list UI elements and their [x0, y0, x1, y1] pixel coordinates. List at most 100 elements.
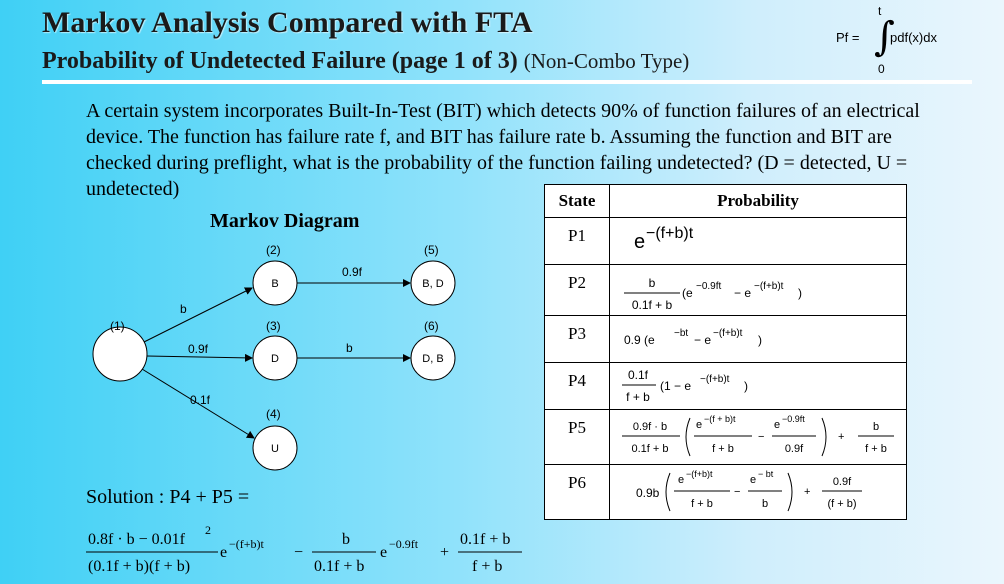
p6-b-den: b — [762, 498, 768, 510]
p5-numerator: 0.9f · b — [633, 421, 667, 433]
p5-minus: − — [758, 431, 764, 443]
row-p2-probability: b 0.1f + b (e −0.9ft − e −(f+b)t ) — [609, 264, 907, 316]
row-p5-probability: 0.9f · b 0.1f + b e −(f + b)t f + b − e … — [609, 409, 907, 465]
p6-minus: − — [734, 486, 740, 498]
pf-integral-formula: t Pf = ∫ pdf(x)dx 0 — [836, 4, 966, 78]
p2-numerator: b — [649, 276, 656, 290]
row-p6-probability: 0.9b e −(f+b)t f + b − e − bt b + 0.9f (… — [609, 464, 907, 520]
solution-term2-exponent: −0.9ft — [389, 537, 419, 551]
markov-diagram: (1) (2) B (3) D (4) U (5) B, D (6) D, B … — [92, 243, 456, 471]
row-p3-probability: 0.9 (e −bt − e −(f+b)t ) — [609, 315, 907, 363]
p5-right-paren — [821, 417, 827, 457]
p2-exp1: −0.9ft — [696, 281, 722, 292]
subtitle-normal: (Non-Combo Type) — [523, 49, 690, 73]
transition-1-3: 0.9f — [146, 342, 253, 362]
state-4: (4) U — [252, 407, 298, 471]
transition-3-6: b — [297, 341, 411, 362]
solution-label: Solution : P4 + P5 = — [86, 486, 250, 508]
p5-a-exp: −(f + b)t — [704, 414, 736, 424]
state-probability-table: State Probability P1 e −(f+b)t P2 b 0.1f… — [544, 184, 907, 520]
state-6-number: (6) — [424, 319, 439, 333]
table-row: P1 e −(f+b)t — [544, 217, 907, 265]
solution-term3-denominator: f + b — [472, 558, 502, 575]
integral-upper-limit: t — [878, 4, 882, 18]
p2-denominator: 0.1f + b — [632, 298, 673, 312]
transition-1-3-label: 0.9f — [188, 342, 209, 356]
pf-integrand: pdf(x)dx — [890, 30, 937, 45]
transition-1-4-label: 0.1f — [190, 393, 211, 407]
slide-subtitle: Probability of Undetected Failure (page … — [42, 48, 689, 75]
row-p4-state: P4 — [544, 362, 610, 410]
row-p5-state: P5 — [544, 409, 610, 465]
p3-exp2: −(f+b)t — [713, 328, 743, 339]
header-state: State — [544, 184, 610, 218]
row-p2-state: P2 — [544, 264, 610, 316]
p6-left-paren — [665, 472, 671, 512]
p3-close: ) — [758, 333, 762, 347]
table-row: P6 0.9b e −(f+b)t f + b − e − bt b + 0.9 — [544, 464, 907, 520]
solution-term2-e: e — [380, 544, 387, 561]
integral-sign: ∫ — [874, 14, 895, 60]
p5-left-paren — [685, 417, 691, 457]
p2-close: ) — [798, 286, 802, 300]
table-row: P4 0.1f f + b (1 − e −(f+b)t ) — [544, 362, 907, 410]
problem-statement: A certain system incorporates Built-In-T… — [86, 100, 920, 200]
p4-exp1: −(f+b)t — [700, 374, 730, 385]
integral-lower-limit: 0 — [878, 62, 885, 76]
state-1-number: (1) — [110, 319, 125, 333]
p1-exponent: −(f+b)t — [646, 225, 694, 242]
state-2-label: B — [271, 278, 278, 290]
header-probability: Probability — [609, 184, 907, 218]
row-p1-state: P1 — [544, 217, 610, 265]
p4-close: ) — [744, 379, 748, 393]
p5-b-exp: −0.9ft — [782, 414, 805, 424]
solution-term1-numerator-exponent: 2 — [205, 523, 211, 537]
transition-1-2: b — [143, 287, 253, 343]
p3-coef: 0.9 (e — [624, 333, 655, 347]
title-divider — [42, 80, 972, 84]
p6-right-paren — [787, 472, 793, 512]
p4-open: (1 − e — [660, 379, 691, 393]
transition-1-4: 0.1f — [141, 368, 255, 439]
row-p3-state: P3 — [544, 315, 610, 363]
p6-plus: + — [804, 486, 810, 498]
p4-numerator: 0.1f — [628, 368, 649, 382]
slide-title: Markov Analysis Compared with FTA — [42, 6, 533, 39]
solution-term2-numerator: b — [342, 531, 350, 548]
table-row: P2 b 0.1f + b (e −0.9ft − e −(f+b)t ) — [544, 264, 907, 316]
solution-minus: − — [294, 544, 303, 561]
state-3: (3) D — [252, 319, 298, 381]
p5-plus: + — [838, 431, 844, 443]
p1-e: e — [634, 231, 645, 253]
p5-a-e: e — [696, 419, 702, 431]
row-p4-probability: 0.1f f + b (1 − e −(f+b)t ) — [609, 362, 907, 410]
solution-formula: 0.8f · b − 0.01f 2 (0.1f + b)(f + b) e −… — [86, 523, 522, 575]
p5-b-den: 0.9f — [785, 443, 804, 455]
p3-exp1: −bt — [674, 328, 688, 339]
p6-a-exp: −(f+b)t — [686, 469, 713, 479]
solution-term1-e: e — [220, 544, 227, 561]
p6-b-exp: − bt — [758, 469, 774, 479]
transition-3-6-label: b — [346, 341, 353, 355]
state-6: (6) D, B — [410, 319, 456, 381]
p6-a-den: f + b — [691, 498, 713, 510]
solution-term1-denominator: (0.1f + b)(f + b) — [88, 558, 190, 575]
transition-2-5-label: 0.9f — [342, 265, 363, 279]
p6-c-num: 0.9f — [833, 476, 852, 488]
subtitle-bold: Probability of Undetected Failure (page … — [42, 48, 518, 74]
pf-lhs: Pf = — [836, 30, 860, 45]
p4-denominator: f + b — [626, 390, 650, 404]
p6-c-den: (f + b) — [827, 498, 856, 510]
state-3-label: D — [271, 353, 279, 365]
state-5-label: B, D — [422, 278, 443, 290]
solution-term3-numerator: 0.1f + b — [460, 531, 510, 548]
p2-exp2: −(f+b)t — [754, 281, 784, 292]
state-4-label: U — [271, 443, 279, 455]
state-5: (5) B, D — [410, 243, 456, 306]
state-6-label: D, B — [422, 353, 443, 365]
p6-a-e: e — [678, 474, 684, 486]
p5-a-den: f + b — [712, 443, 734, 455]
state-2: (2) B — [252, 243, 298, 306]
solution-term2-denominator: 0.1f + b — [314, 558, 364, 575]
diagram-title: Markov Diagram — [210, 210, 360, 232]
